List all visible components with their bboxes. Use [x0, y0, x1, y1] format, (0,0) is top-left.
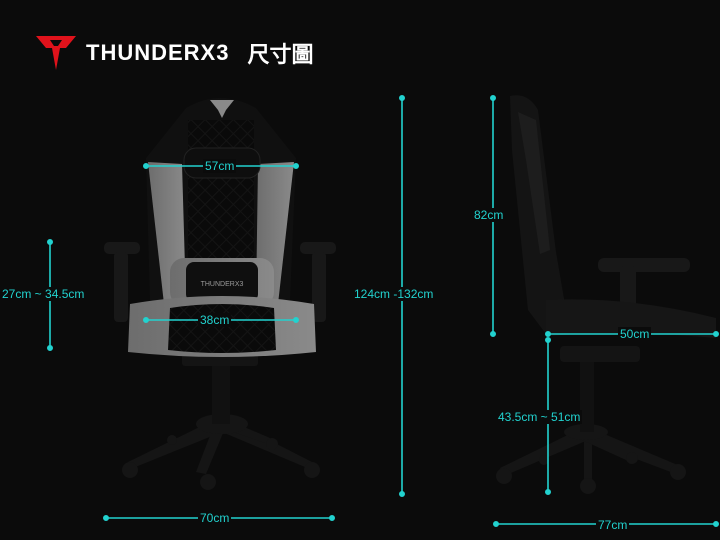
front-chair-base: [122, 414, 320, 490]
brand-name: THUNDERX3: [86, 40, 230, 65]
front-headrest-logo-icon: [210, 100, 234, 118]
page-title: 尺寸圖: [247, 43, 314, 68]
side-chair-base: [496, 424, 686, 494]
label-base-width-side: 77cm: [596, 518, 630, 532]
brand-header: THUNDERX3 尺寸圖: [36, 34, 313, 72]
label-backrest-height: 82cm: [472, 208, 506, 222]
front-gas-cylinder: [212, 362, 230, 424]
label-total-height: 124cm -132cm: [352, 287, 436, 301]
label-base-width-front: 70cm: [198, 511, 232, 525]
front-chair: THUNDERX3: [104, 98, 336, 490]
label-backrest-width: 57cm: [203, 159, 237, 173]
label-seat-width: 38cm: [198, 313, 232, 327]
label-armrest-height: 27cm ~ 34.5cm: [0, 287, 87, 301]
thunderx3-logo-icon: [36, 36, 76, 70]
side-chair: [496, 95, 716, 494]
label-seat-depth: 50cm: [618, 327, 652, 341]
pillow-logo-text: THUNDERX3: [201, 281, 244, 288]
side-seat: [546, 299, 716, 338]
front-chair-armrests: [104, 242, 336, 322]
label-seat-height: 43.5cm ~ 51cm: [496, 410, 583, 424]
